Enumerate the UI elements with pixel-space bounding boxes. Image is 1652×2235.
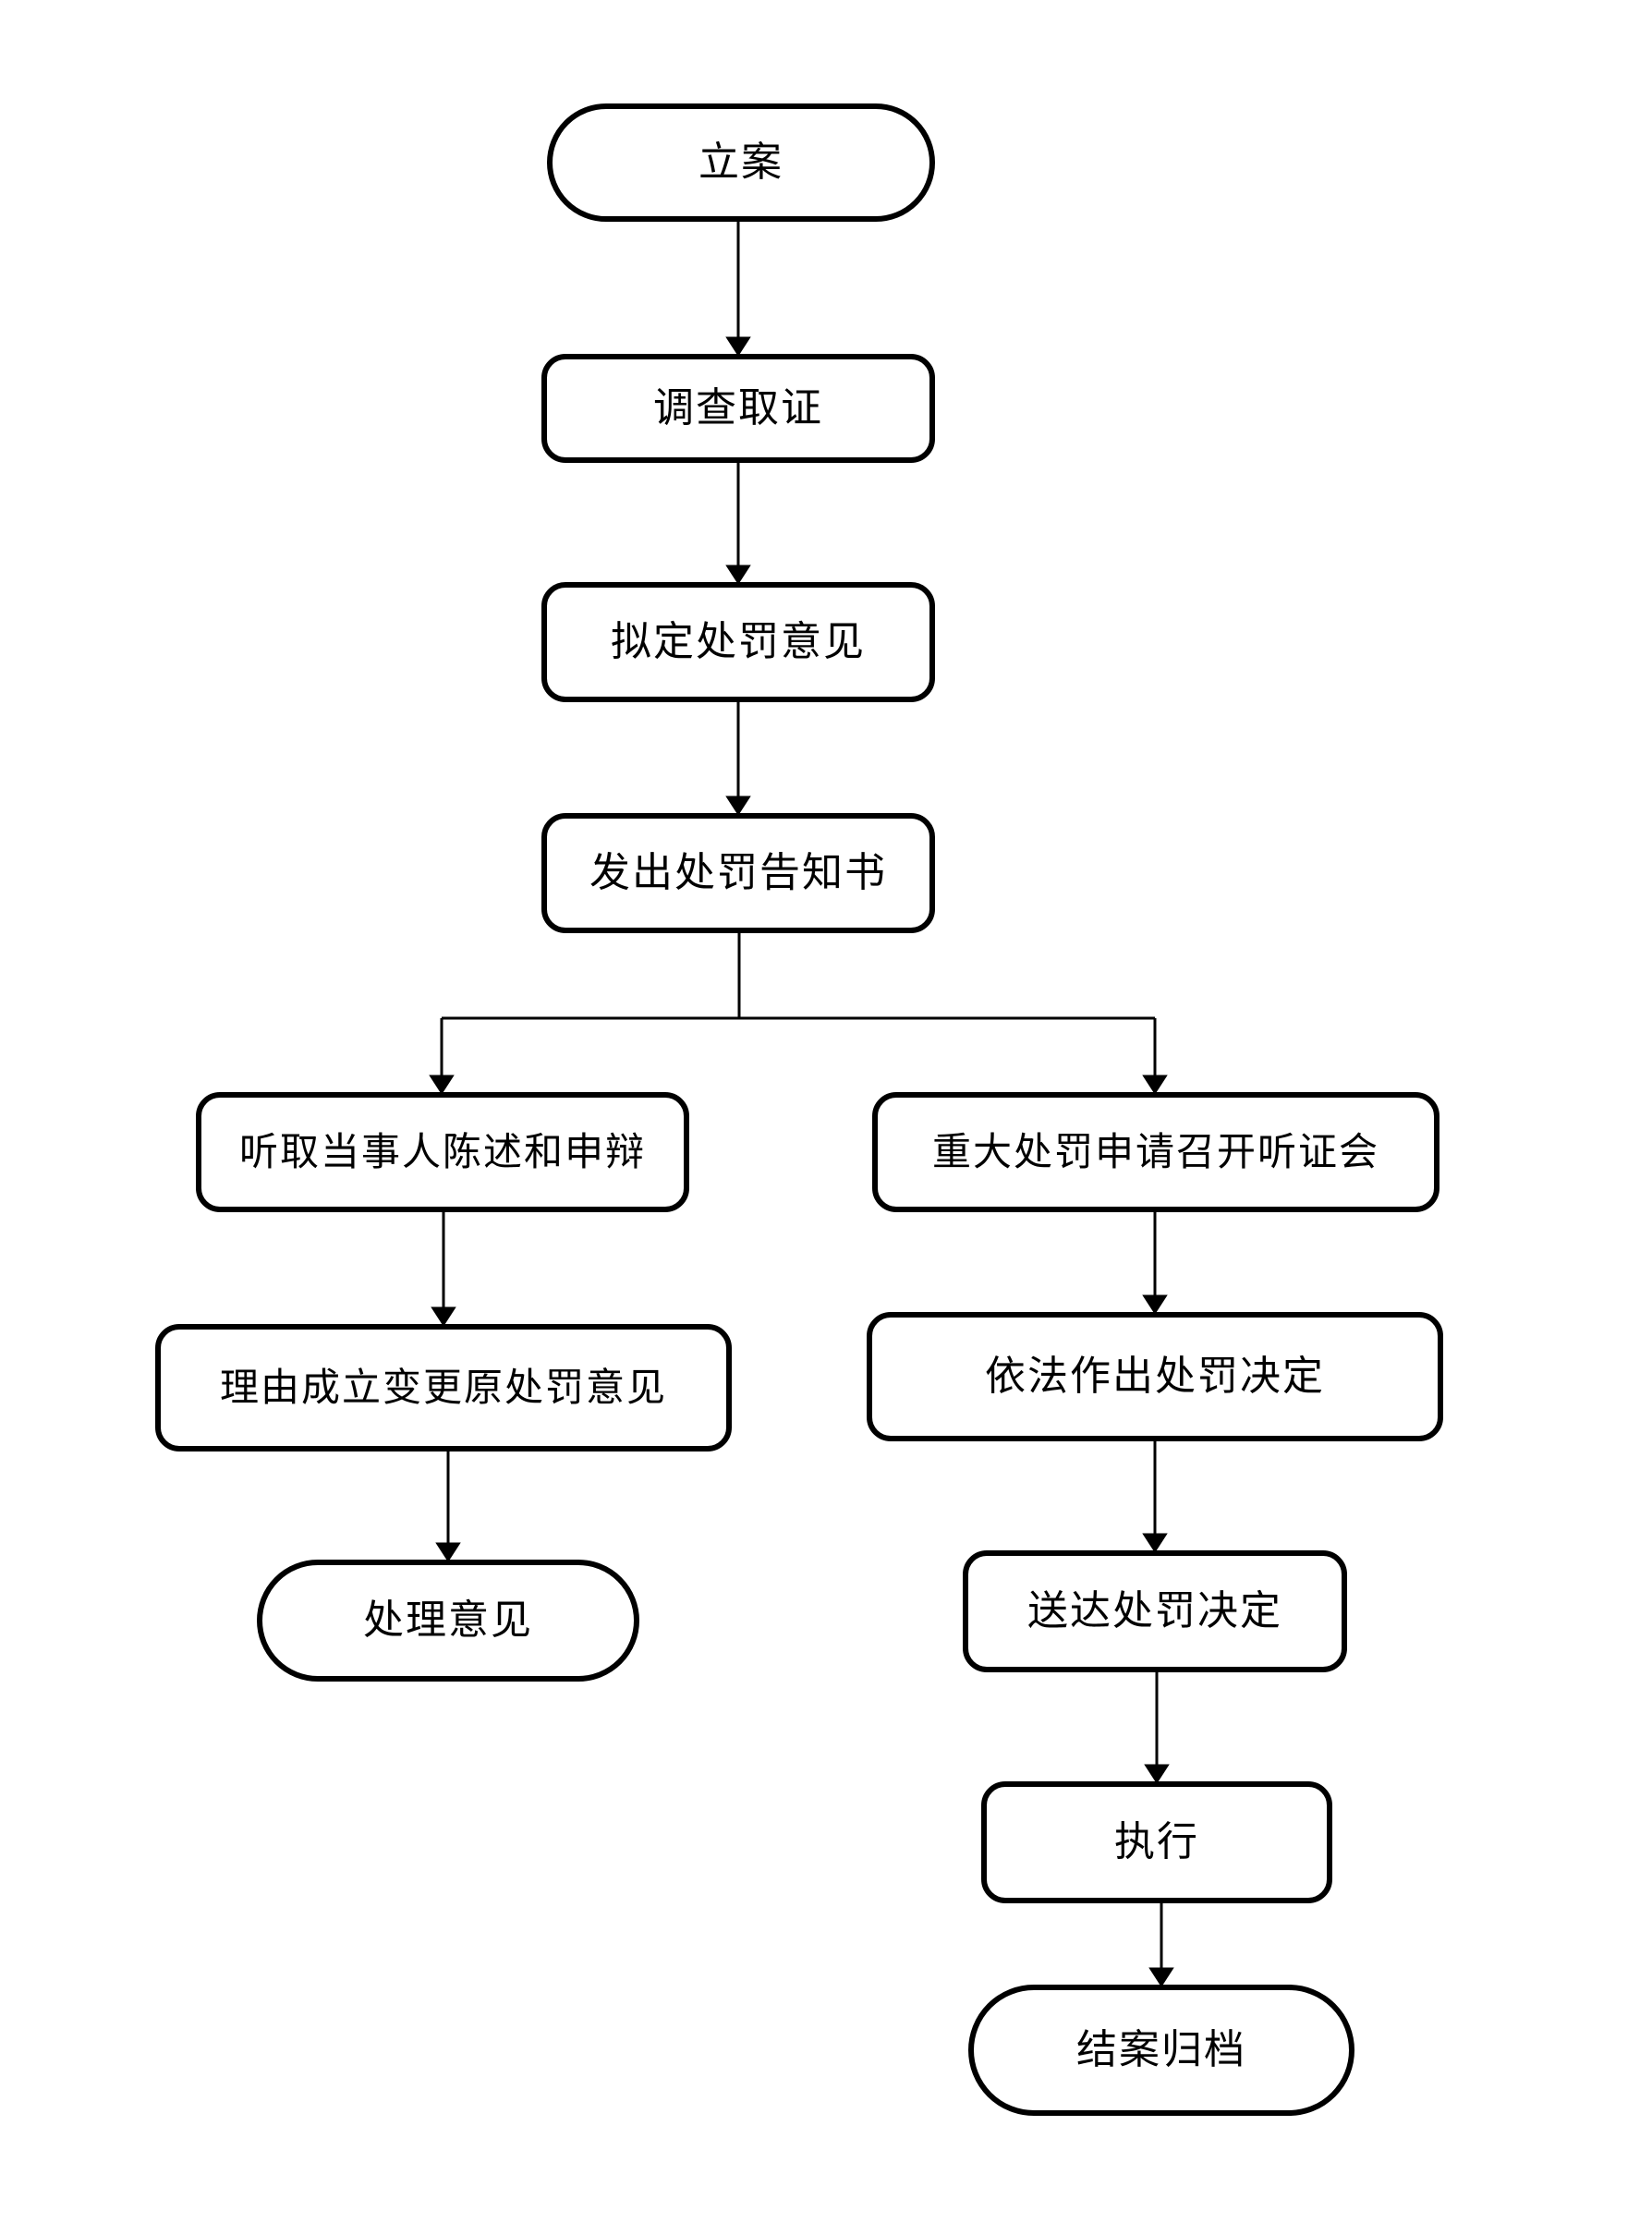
flow-node-n8[interactable]: 依法作出处罚决定 [867,1312,1443,1441]
flow-node-n11[interactable]: 执行 [981,1781,1332,1903]
edge-arrowhead-e9 [1142,1533,1168,1553]
flow-node-n6[interactable]: 重大处罚申请召开听证会 [872,1092,1439,1212]
flow-node-label: 理由成立变更原处罚意见 [219,1364,667,1410]
edge-arrowhead-e11 [1148,1967,1174,1987]
flow-node-n1[interactable]: 立案 [547,103,935,222]
edge-arrowhead-e1 [725,336,751,357]
flow-node-label: 听取当事人陈述和申辩 [238,1128,646,1174]
flow-node-label: 执行 [1114,1817,1199,1865]
edge-arrowhead-e8 [435,1542,461,1562]
edge-arrowhead-e2 [725,565,751,585]
flow-node-label: 重大处罚申请召开听证会 [931,1128,1379,1174]
edge-arrowhead-e7 [1142,1294,1168,1315]
flow-node-n10[interactable]: 送达处罚决定 [963,1550,1347,1672]
flow-node-label: 发出处罚告知书 [589,848,887,896]
edge-arrowhead-e4 [429,1075,455,1095]
flow-node-n3[interactable]: 拟定处罚意见 [541,582,935,702]
flow-node-label: 结案归档 [1076,2025,1246,2073]
flow-node-label: 依法作出处罚决定 [985,1352,1325,1400]
flow-node-n7[interactable]: 理由成立变更原处罚意见 [155,1324,732,1452]
flow-node-n4[interactable]: 发出处罚告知书 [541,813,935,933]
flow-node-label: 处理意见 [363,1596,533,1644]
flow-node-label: 拟定处罚意见 [611,617,866,665]
flow-node-n5[interactable]: 听取当事人陈述和申辩 [196,1092,689,1212]
flow-node-label: 立案 [698,138,783,186]
edge-arrowhead-e3 [725,796,751,816]
edge-arrowhead-e10 [1144,1764,1170,1784]
edge-arrowhead-e5 [1142,1075,1168,1095]
flow-node-n12[interactable]: 结案归档 [968,1985,1354,2116]
flow-node-label: 送达处罚决定 [1027,1586,1282,1634]
flow-node-label: 调查取证 [653,383,823,431]
flow-node-n9[interactable]: 处理意见 [257,1560,639,1682]
edge-arrowhead-e6 [431,1306,456,1327]
flow-node-n2[interactable]: 调查取证 [541,354,935,463]
